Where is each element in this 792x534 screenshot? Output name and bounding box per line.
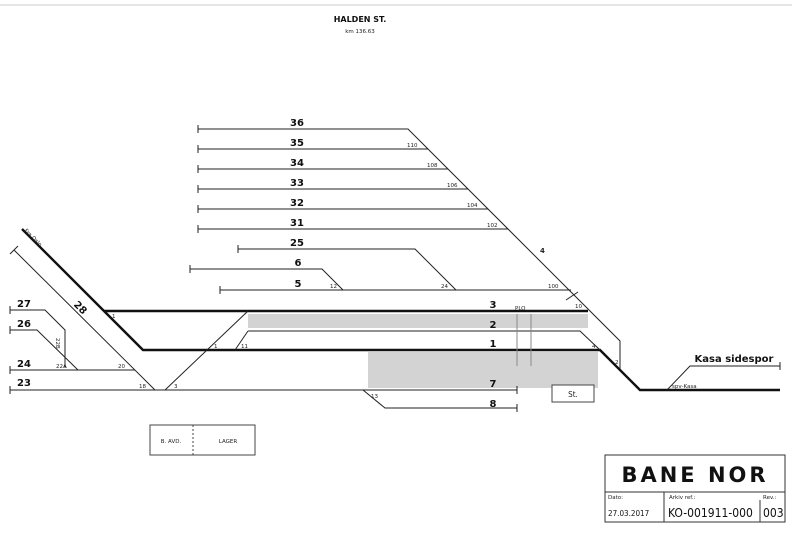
track-label: Kasa sidespor <box>695 354 774 365</box>
station-building <box>551 384 595 403</box>
title-block: BANE NOR Dato: 27.03.2017 Arkiv ref.: KO… <box>604 454 786 523</box>
track-label: 28 <box>71 299 89 317</box>
archive-label: Arkiv ref.: <box>669 495 696 501</box>
archive-value: KO-001911-000 <box>668 506 753 520</box>
rev-label: Rev.: <box>763 495 777 501</box>
legend-lager: LAGER <box>219 439 238 445</box>
platform-upper <box>248 314 588 328</box>
track-label: 1 <box>490 339 497 350</box>
switch-number: 11 <box>241 344 248 350</box>
date-label: Dato: <box>608 495 623 501</box>
bane-nor-logo: BANE NOR <box>621 463 768 487</box>
track-label: 27 <box>17 299 31 310</box>
track-label: 34 <box>290 158 304 169</box>
track-label: 32 <box>290 198 304 209</box>
track-label: 36 <box>290 118 304 129</box>
track-label: 31 <box>290 218 304 229</box>
track-label: 8 <box>490 399 497 410</box>
switch-number: 108 <box>427 163 438 169</box>
track-label: 6 <box>295 258 302 269</box>
track-label: 3 <box>490 300 497 311</box>
track-24-line <box>9 366 135 374</box>
switch-number: 22A <box>56 364 67 370</box>
switch-number: 3 <box>174 384 178 390</box>
switch-number: 4 <box>592 344 596 350</box>
track-label: 23 <box>17 378 31 389</box>
track-label: 24 <box>17 359 31 370</box>
yard-tracks <box>189 125 621 370</box>
switch-number: 22B <box>54 338 60 349</box>
track-label: 26 <box>17 319 31 330</box>
platform-lower <box>368 352 598 388</box>
switch-number: 104 <box>467 203 478 209</box>
switch-number: 10 <box>575 304 582 310</box>
switch-number: 110 <box>407 143 418 149</box>
switch-number: 1 <box>214 344 218 350</box>
track-label: 2 <box>490 320 497 331</box>
track-label: 33 <box>290 178 304 189</box>
track-label: 5 <box>295 279 302 290</box>
track-label: 7 <box>490 379 497 390</box>
plo-crossing <box>516 314 532 366</box>
arrow-marker: 4 <box>540 247 545 255</box>
legend-bavd: B. AVD. <box>161 439 182 445</box>
track-28-line <box>9 245 156 391</box>
fra-oslo-label: Fra Oslo <box>23 228 43 248</box>
track-27-line <box>9 306 66 368</box>
station-km: km 136.63 <box>345 29 375 35</box>
switch-number: 13 <box>371 394 378 400</box>
track-8-line <box>362 389 518 412</box>
switch-number: 20 <box>118 364 125 370</box>
spv-kasa-label: spv-Kasa <box>672 384 697 390</box>
switch-number: 12 <box>330 284 337 290</box>
switch-number: 18 <box>139 384 146 390</box>
plo-label: PLO <box>515 306 526 312</box>
switch-number: 106 <box>447 183 458 189</box>
date-value: 27.03.2017 <box>608 509 649 518</box>
switch-number: 1 <box>112 314 116 320</box>
crossover-line <box>164 310 249 391</box>
rev-value: 003 <box>763 506 784 520</box>
track-23-line <box>9 386 518 394</box>
track-26-line <box>9 326 79 371</box>
track-label: 35 <box>290 138 304 149</box>
track-2-line <box>234 330 601 351</box>
legend-box <box>149 424 256 456</box>
track-label: 25 <box>290 238 304 249</box>
kasa-sidespor-line <box>666 362 781 391</box>
station-title: HALDEN ST. <box>334 15 387 24</box>
station-building-label: St. <box>568 390 578 399</box>
switch-number: 100 <box>548 284 559 290</box>
switch-number: 24 <box>441 284 448 290</box>
switch-number: 102 <box>487 223 498 229</box>
switch-number: 2 <box>615 360 619 366</box>
